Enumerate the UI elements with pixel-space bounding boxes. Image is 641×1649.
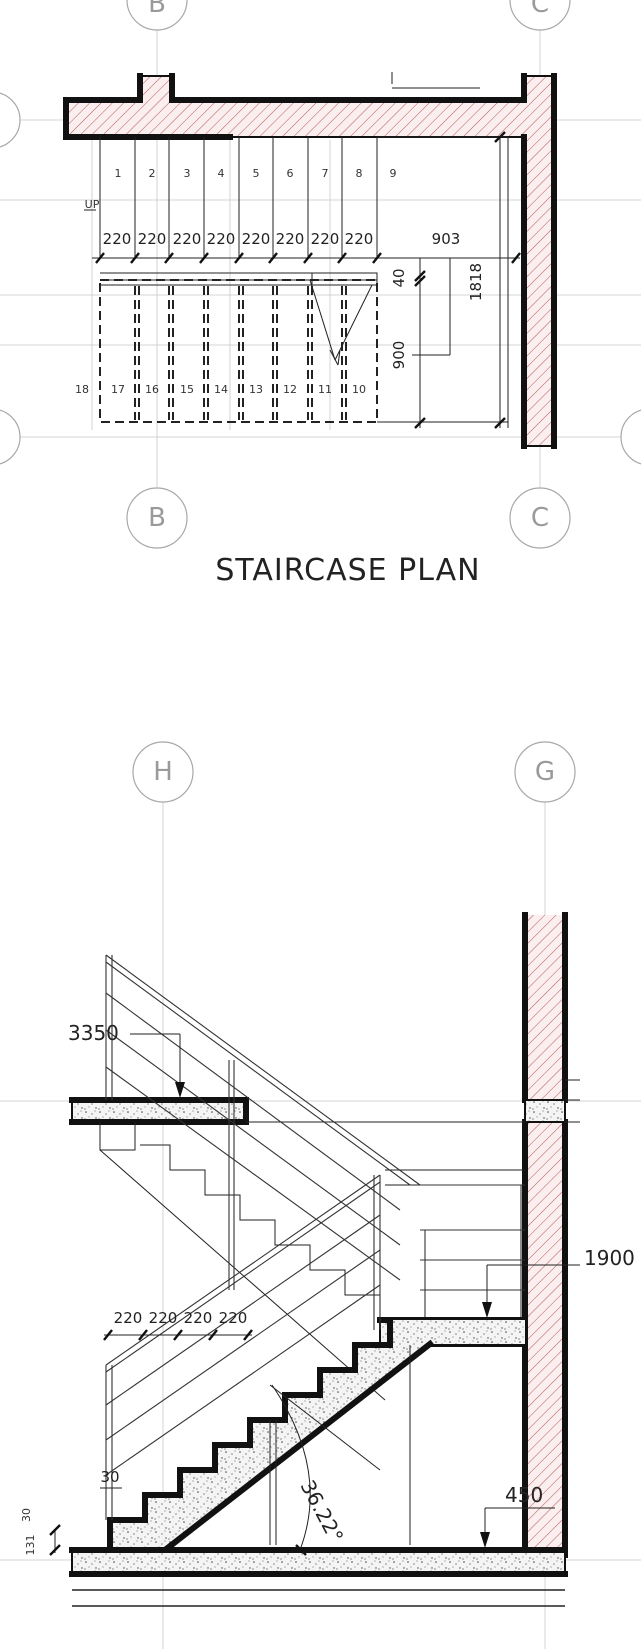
level-top-label: 3350 (68, 1021, 119, 1045)
plan-lower-step-numbers: 18 17 16 15 14 13 12 11 10 (75, 383, 366, 396)
step-number: 17 (111, 383, 125, 396)
step-number: 5 (253, 167, 260, 180)
tread-dimension: 220 (149, 1309, 178, 1327)
section-ground-slab (69, 1547, 568, 1607)
section-lower-handrail (105, 1174, 411, 1545)
lower-flight-dimension: 900 (390, 341, 408, 370)
step-number: 12 (283, 383, 297, 396)
section-upper-flight-outline (99, 1122, 525, 1401)
svg-text:B: B (148, 0, 166, 19)
tread-dimension: 220 (207, 230, 236, 248)
section-small-dimensions: 30 30 131 (20, 1468, 122, 1556)
landing-dimension: 903 (432, 230, 461, 248)
tread-dimension: 220 (276, 230, 305, 248)
plan-grid-bubble-left-upper (0, 92, 21, 148)
step-number: 1 (115, 167, 122, 180)
section-grid-bubble-left: H (132, 741, 194, 803)
step-number: 4 (218, 167, 225, 180)
nosing-dimension: 30 (100, 1468, 119, 1486)
tread-dimension: 220 (114, 1309, 143, 1327)
step-number: 2 (149, 167, 156, 180)
section-upper-handrail (105, 954, 525, 1330)
svg-text:G: G (535, 757, 555, 787)
staircase-section: H G (0, 741, 641, 1649)
plan-title: STAIRCASE PLAN (215, 553, 480, 588)
step-number: 15 (180, 383, 194, 396)
step-number: 13 (249, 383, 263, 396)
level-marker-floor: 450 (480, 1483, 555, 1548)
svg-text:C: C (531, 0, 549, 19)
tread-dimension: 220 (242, 230, 271, 248)
tread-dimension: 220 (219, 1309, 248, 1327)
plan-grid-bubble-top-left: B (126, 0, 188, 31)
step-number: 9 (390, 167, 397, 180)
up-label: UP (85, 198, 100, 211)
tread-dimension: 220 (184, 1309, 213, 1327)
riser-small-a: 30 (20, 1508, 33, 1522)
plan-grid-bubble-bottom-right: C (509, 487, 571, 549)
svg-text:C: C (531, 503, 549, 533)
level-marker-top: 3350 (68, 1021, 185, 1098)
stair-angle: 36.22° (296, 1476, 349, 1547)
plan-grid-bubble-bottom-left: B (126, 487, 188, 549)
step-number: 3 (184, 167, 191, 180)
section-grid-bubble-right: G (514, 741, 576, 803)
total-width-dimension: 1818 (467, 263, 485, 301)
tread-dimension: 220 (173, 230, 202, 248)
step-number: 6 (287, 167, 294, 180)
step-number: 8 (356, 167, 363, 180)
tread-dimension: 220 (311, 230, 340, 248)
step-number: 18 (75, 383, 89, 396)
gap-dimension: 40 (390, 268, 408, 287)
section-tread-dimension-chain: 220 220 220 220 (103, 1309, 253, 1341)
section-right-wall (522, 912, 580, 1558)
step-number: 7 (322, 167, 329, 180)
step-number: 10 (352, 383, 366, 396)
step-number: 14 (214, 383, 228, 396)
section-lower-flight (107, 1317, 525, 1555)
svg-text:H: H (153, 757, 173, 787)
plan-grid-bubble-right-lower (620, 409, 641, 465)
section-upper-slab (69, 1097, 525, 1125)
staircase-plan: B C B C (0, 0, 641, 588)
level-landing-label: 1900 (584, 1246, 635, 1270)
tread-dimension: 220 (345, 230, 374, 248)
svg-text:B: B (148, 503, 166, 533)
tread-dimension: 220 (138, 230, 167, 248)
plan-tread-dimension-chain: 220 220 220 220 220 220 220 220 903 (92, 230, 521, 264)
level-floor-label: 450 (505, 1483, 543, 1507)
plan-grid-bubble-top-right: C (509, 0, 571, 31)
step-number: 16 (145, 383, 159, 396)
plan-walls (63, 72, 557, 449)
plan-lower-flight (99, 272, 508, 423)
level-marker-landing: 1900 (482, 1246, 635, 1318)
riser-small-b: 131 (24, 1535, 37, 1556)
plan-upper-step-numbers: 1 2 3 4 5 6 7 8 9 UP (85, 167, 397, 211)
plan-vertical-dimensions: 40 900 1818 (390, 131, 506, 429)
tread-dimension: 220 (103, 230, 132, 248)
step-number: 11 (318, 383, 332, 396)
plan-grid-bubble-left-lower (0, 409, 21, 465)
